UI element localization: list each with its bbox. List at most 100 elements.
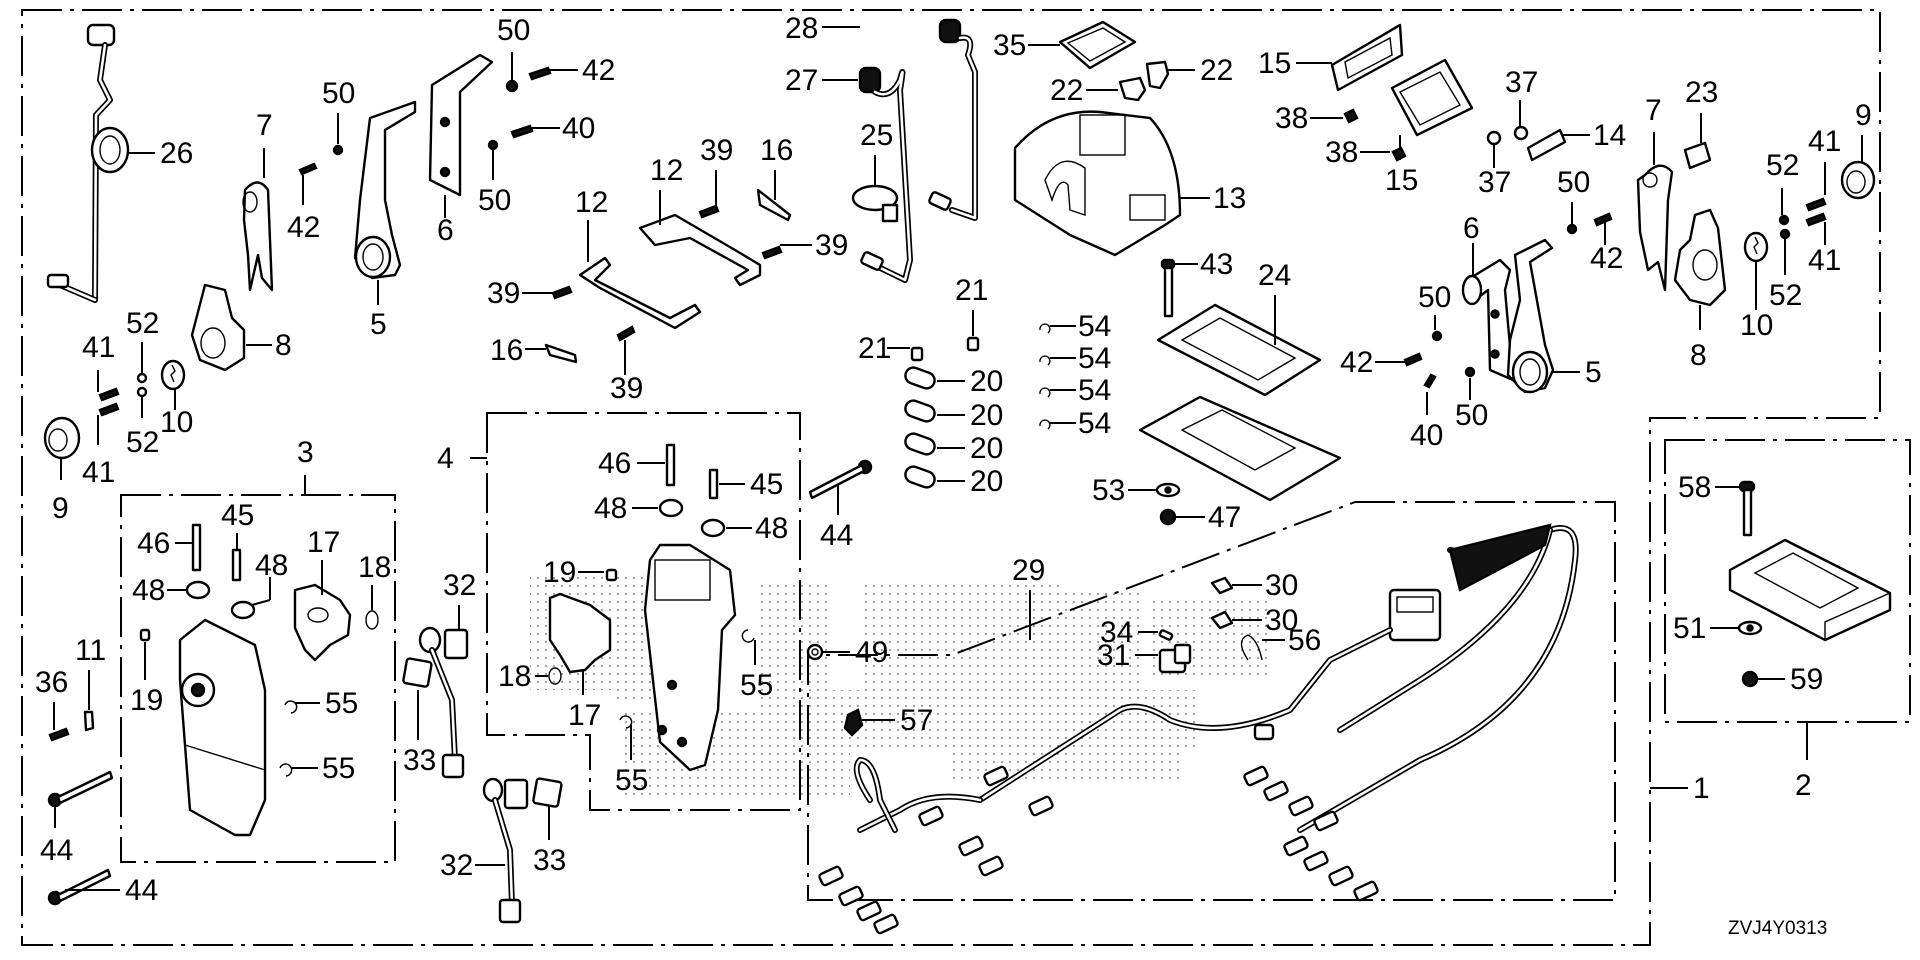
callout-5[interactable]: 5: [370, 308, 387, 341]
callout-42c[interactable]: 42: [1590, 242, 1623, 275]
callout-42[interactable]: 42: [287, 211, 320, 244]
callout-50e[interactable]: 50: [1418, 281, 1451, 314]
part-51-washer[interactable]: [1737, 620, 1763, 636]
callout-12a[interactable]: 12: [650, 154, 683, 187]
callout-28[interactable]: 28: [785, 12, 818, 45]
callout-25[interactable]: 25: [860, 119, 893, 152]
callout-32b[interactable]: 32: [440, 849, 473, 882]
callout-39a[interactable]: 39: [700, 134, 733, 167]
callout-45b[interactable]: 45: [750, 468, 783, 501]
callout-36[interactable]: 36: [35, 666, 68, 699]
callout-11[interactable]: 11: [75, 634, 106, 667]
callout-20b[interactable]: 20: [970, 399, 1003, 432]
callout-9[interactable]: 9: [52, 492, 69, 525]
callout-19a[interactable]: 19: [130, 684, 163, 717]
part-21b-nut[interactable]: [966, 336, 980, 352]
part-32b-harness[interactable]: [482, 777, 529, 924]
part-13-top-cover[interactable]: [1013, 110, 1182, 257]
part-10-ring[interactable]: [160, 359, 186, 391]
part-54-clips[interactable]: [1039, 323, 1051, 430]
part-9-grommet[interactable]: [43, 416, 81, 460]
callout-37b[interactable]: 37: [1478, 166, 1511, 199]
part-39c-screw[interactable]: [551, 285, 573, 300]
callout-6[interactable]: 6: [437, 214, 454, 247]
callout-15b[interactable]: 15: [1385, 164, 1418, 197]
part-37a-grommet[interactable]: [1513, 125, 1529, 141]
part-42c-screw[interactable]: [1593, 212, 1613, 227]
callout-19b[interactable]: 19: [543, 556, 576, 589]
part-19a-pin[interactable]: [139, 628, 151, 642]
callout-23[interactable]: 23: [1685, 76, 1718, 109]
callout-52b[interactable]: 52: [126, 426, 159, 459]
part-5b-lever-arm[interactable]: [1506, 238, 1555, 394]
part-44a-bolt[interactable]: [47, 770, 114, 808]
part-20-clamps[interactable]: [903, 365, 937, 489]
callout-47[interactable]: 47: [1208, 501, 1241, 534]
part-44b-bolt[interactable]: [47, 868, 112, 906]
part-44c-bolt[interactable]: [808, 459, 873, 500]
callout-4[interactable]: 4: [437, 442, 454, 475]
callout-57[interactable]: 57: [900, 704, 933, 737]
callout-41a[interactable]: 41: [82, 331, 115, 364]
part-39b-screw[interactable]: [761, 245, 783, 260]
callout-42b[interactable]: 42: [582, 54, 615, 87]
callout-50c[interactable]: 50: [478, 184, 511, 217]
part-7b-lever-plate[interactable]: [1636, 164, 1674, 292]
callout-7[interactable]: 7: [256, 109, 273, 142]
callout-41b[interactable]: 41: [82, 456, 115, 489]
callout-43[interactable]: 43: [1200, 248, 1233, 281]
callout-5b[interactable]: 5: [1585, 356, 1602, 389]
part-45b-spring[interactable]: [708, 468, 719, 500]
callout-24[interactable]: 24: [1258, 259, 1291, 292]
part-48c-bushing[interactable]: [658, 498, 684, 518]
callout-35[interactable]: 35: [993, 29, 1026, 62]
part-19b-pin[interactable]: [605, 568, 618, 582]
callout-54c[interactable]: 54: [1078, 374, 1111, 407]
part-spacer-block[interactable]: [1728, 538, 1892, 642]
part-40b-screw[interactable]: [1423, 373, 1437, 389]
callout-44c[interactable]: 44: [820, 519, 853, 552]
part-52a-washer[interactable]: [136, 372, 148, 398]
part-56-clamp[interactable]: [1240, 634, 1263, 661]
callout-50d[interactable]: 50: [1557, 166, 1590, 199]
part-17a-cam-plate[interactable]: [293, 583, 352, 662]
part-53-washer[interactable]: [1155, 482, 1181, 498]
part-42d-screw[interactable]: [1403, 352, 1423, 367]
callout-55a[interactable]: 55: [325, 687, 358, 720]
part-47-nut[interactable]: [1159, 508, 1177, 526]
callout-34[interactable]: 34: [1100, 616, 1133, 649]
part-50b-washer[interactable]: [505, 79, 519, 93]
callout-22a[interactable]: 22: [1050, 74, 1083, 107]
callout-44a[interactable]: 44: [40, 834, 73, 867]
part-48d-bushing[interactable]: [700, 518, 726, 538]
part-50d-washer[interactable]: [1566, 223, 1578, 235]
part-58-bolt[interactable]: [1738, 480, 1756, 537]
part-45a-spring[interactable]: [231, 548, 242, 582]
callout-40b[interactable]: 40: [1410, 419, 1443, 452]
part-21a-nut[interactable]: [910, 346, 924, 362]
part-48a-bushing[interactable]: [185, 580, 211, 600]
part-35-cover-plate[interactable]: [1058, 20, 1137, 70]
callout-33a[interactable]: 33: [403, 744, 436, 777]
part-52c-washers[interactable]: [1778, 214, 1791, 240]
part-55c-clip[interactable]: [741, 629, 755, 643]
part-40-screw[interactable]: [510, 124, 534, 139]
callout-20c[interactable]: 20: [970, 432, 1003, 465]
callout-8[interactable]: 8: [275, 329, 292, 362]
part-22b-plug[interactable]: [1145, 60, 1170, 90]
part-6-handle[interactable]: [428, 53, 494, 197]
part-46a-pin[interactable]: [191, 523, 202, 572]
part-55a-clip[interactable]: [284, 700, 298, 714]
callout-41c[interactable]: 41: [1808, 125, 1841, 158]
part-30b-clip[interactable]: [1210, 610, 1234, 630]
callout-58[interactable]: 58: [1678, 471, 1711, 504]
part-4-control-box[interactable]: [643, 543, 737, 772]
callout-16b[interactable]: 16: [490, 334, 523, 367]
callout-38a[interactable]: 38: [1275, 102, 1308, 135]
callout-50b[interactable]: 50: [497, 14, 530, 47]
callout-29[interactable]: 29: [1012, 554, 1045, 587]
part-43-bolt[interactable]: [1160, 258, 1176, 318]
part-27-28-wire[interactable]: [858, 18, 978, 283]
part-3-control-box[interactable]: [178, 618, 267, 837]
callout-14[interactable]: 14: [1593, 119, 1626, 152]
